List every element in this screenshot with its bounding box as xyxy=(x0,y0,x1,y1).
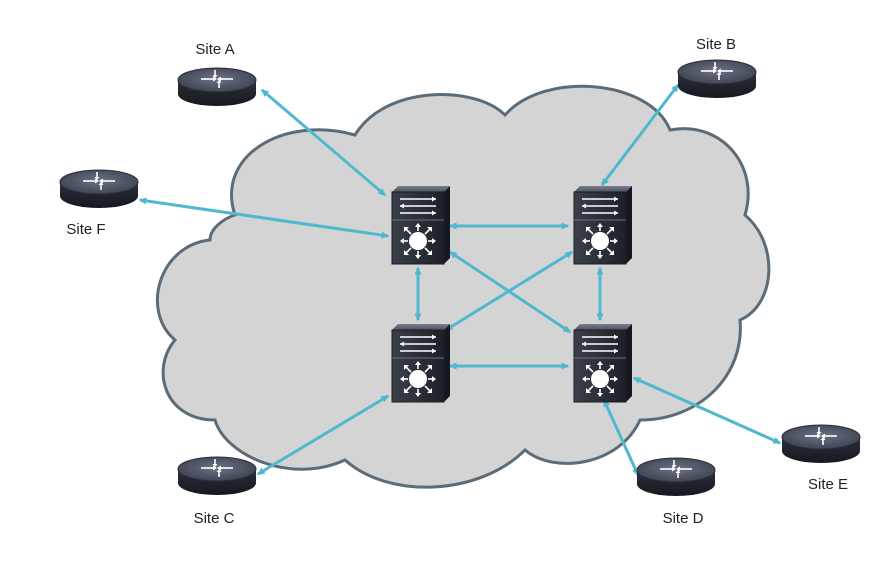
site-a-label: Site A xyxy=(195,41,234,58)
link-site-c xyxy=(256,394,390,476)
link-site-f xyxy=(138,197,390,239)
site-b-label: Site B xyxy=(696,36,736,53)
core-switch-bottom-left xyxy=(391,323,451,403)
site-d-router xyxy=(636,457,716,497)
site-b-router xyxy=(677,59,757,99)
site-d-label: Site D xyxy=(663,510,704,527)
core-switch-top-right xyxy=(573,185,633,265)
site-c-router xyxy=(177,456,257,496)
links xyxy=(138,83,782,477)
multilayer-switch-icon xyxy=(573,323,633,403)
router-icon xyxy=(677,59,757,99)
multilayer-switch-icon xyxy=(391,185,451,265)
link-site-a xyxy=(260,88,387,197)
router-icon xyxy=(59,169,139,209)
multilayer-switch-icon xyxy=(391,323,451,403)
site-a-router xyxy=(177,67,257,107)
router-icon xyxy=(177,456,257,496)
site-f-router xyxy=(59,169,139,209)
router-icon xyxy=(177,67,257,107)
core-switch-top-left xyxy=(391,185,451,265)
link-site-b xyxy=(600,83,680,187)
site-e-label: Site E xyxy=(808,476,848,493)
multilayer-switch-icon xyxy=(573,185,633,265)
site-e-router xyxy=(781,424,861,464)
site-c-label: Site C xyxy=(194,510,235,527)
link-site-d xyxy=(602,398,640,477)
router-icon xyxy=(781,424,861,464)
link-site-e xyxy=(632,376,782,445)
link-core-diag-2 xyxy=(444,250,574,332)
router-icon xyxy=(636,457,716,497)
core-switch-bottom-right xyxy=(573,323,633,403)
network-cloud xyxy=(156,84,771,489)
site-f-label: Site F xyxy=(66,221,105,238)
